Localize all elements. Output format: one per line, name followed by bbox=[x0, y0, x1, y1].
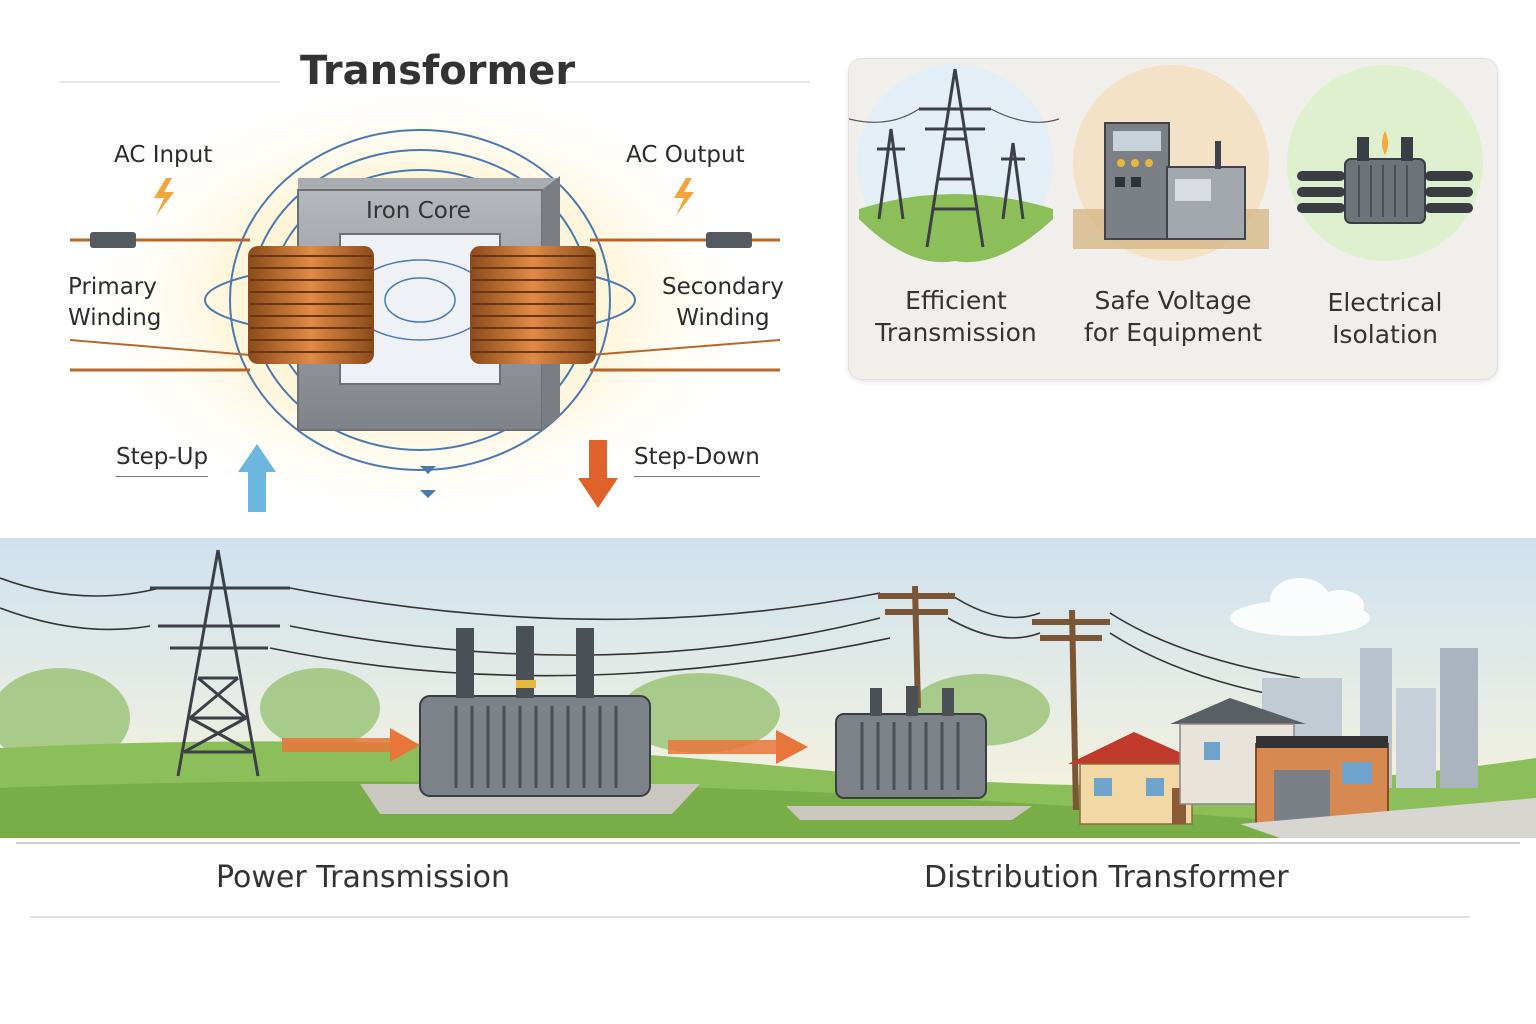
primary-coil bbox=[248, 246, 374, 364]
step-down-label: Step-Down bbox=[634, 444, 760, 477]
ac-output-label: AC Output bbox=[626, 142, 745, 168]
secondary-winding-label: Secondary Winding bbox=[662, 272, 784, 334]
power-grid-illustration bbox=[0, 538, 1536, 838]
primary-winding-line: Winding bbox=[68, 303, 161, 334]
garage-icon bbox=[1256, 736, 1388, 824]
benefit-line: Efficient bbox=[871, 285, 1041, 317]
bottom-rule bbox=[30, 916, 1470, 918]
benefit-safe-voltage: Safe Voltage for Equipment bbox=[1073, 285, 1273, 349]
ac-input-label: AC Input bbox=[114, 142, 212, 168]
diagram-title: Transformer bbox=[300, 48, 575, 94]
benefit-line: Safe Voltage bbox=[1073, 285, 1273, 317]
primary-winding-line: Primary bbox=[68, 272, 161, 303]
transmission-tower-icon bbox=[849, 65, 1059, 262]
benefits-panel: Efficient Transmission Safe Voltage for … bbox=[848, 58, 1498, 380]
benefit-electrical-isolation: Electrical Isolation bbox=[1295, 287, 1475, 351]
step-up-label: Step-Up bbox=[116, 444, 208, 477]
power-grid-scene bbox=[0, 538, 1536, 838]
benefit-efficient-transmission: Efficient Transmission bbox=[871, 285, 1041, 349]
power-transmission-label: Power Transmission bbox=[216, 860, 510, 895]
baseline-rule bbox=[16, 842, 1520, 844]
primary-winding-label: Primary Winding bbox=[68, 272, 161, 334]
distribution-transformer-label: Distribution Transformer bbox=[924, 860, 1289, 895]
secondary-winding-line: Secondary bbox=[662, 272, 784, 303]
benefit-line: Transmission bbox=[871, 317, 1041, 349]
isolation-transformer-icon bbox=[1287, 65, 1483, 261]
iron-core-label: Iron Core bbox=[366, 198, 471, 224]
benefit-line: for Equipment bbox=[1073, 317, 1273, 349]
secondary-coil bbox=[470, 246, 596, 364]
benefit-line: Isolation bbox=[1295, 319, 1475, 351]
secondary-winding-line: Winding bbox=[662, 303, 784, 334]
equipment-panel-icon bbox=[1073, 65, 1269, 261]
benefit-line: Electrical bbox=[1295, 287, 1475, 319]
